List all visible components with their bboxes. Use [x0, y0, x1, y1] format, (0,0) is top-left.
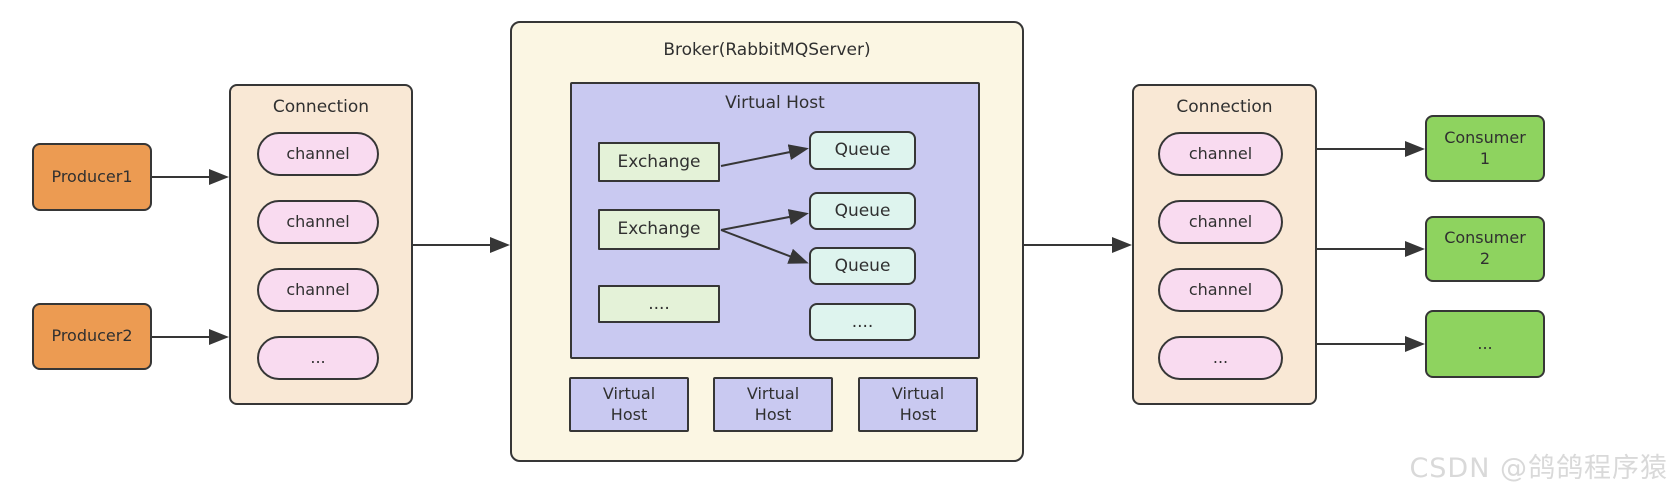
broker-title: Broker(RabbitMQServer)	[663, 40, 871, 60]
exchange-more-node: ....	[598, 285, 720, 323]
exchange-2-node: Exchange	[598, 209, 720, 250]
channel-right-more-label: ...	[1212, 347, 1229, 367]
channel-left-more-label: ...	[310, 347, 326, 367]
channel-left-1: channel	[257, 132, 379, 176]
virtual-host-small-3: Virtual Host	[858, 377, 978, 432]
channel-left-3: channel	[257, 268, 379, 312]
exchange-more-label: ....	[648, 293, 670, 314]
consumer-more-label: ...	[1477, 333, 1493, 353]
producer-1-label: Producer1	[51, 166, 133, 186]
consumer-2-node: Consumer 2	[1425, 216, 1545, 282]
channel-right-more: ...	[1158, 336, 1283, 380]
consumer-2-label: Consumer 2	[1444, 228, 1526, 268]
virtual-host-small-1: Virtual Host	[569, 377, 689, 432]
virtual-host-small-2-label: Virtual Host	[746, 383, 800, 424]
virtual-host-title: Virtual Host	[725, 93, 825, 113]
consumer-1-label: Consumer 1	[1444, 127, 1526, 168]
producer-2-label: Producer2	[51, 326, 133, 346]
virtual-host-small-1-label: Virtual Host	[602, 383, 656, 424]
exchange-1-node: Exchange	[598, 142, 720, 182]
exchange-2-label: Exchange	[617, 219, 701, 240]
consumer-more-node: ...	[1425, 310, 1545, 378]
queue-1-node: Queue	[809, 131, 916, 170]
queue-more-node: ....	[809, 303, 916, 341]
csdn-watermark: CSDN @鸽鸽程序猿	[1409, 453, 1668, 484]
connection-right-title: Connection	[1176, 97, 1273, 117]
virtual-host-small-3-label: Virtual Host	[891, 383, 945, 424]
producer-1-node: Producer1	[32, 143, 152, 211]
channel-right-2: channel	[1158, 200, 1283, 244]
channel-right-1: channel	[1158, 132, 1283, 176]
consumer-1-node: Consumer 1	[1425, 115, 1545, 182]
connection-left-title: Connection	[272, 97, 370, 117]
channel-left-2-label: channel	[286, 211, 350, 231]
producer-2-node: Producer2	[32, 303, 152, 370]
channel-right-2-label: channel	[1188, 211, 1253, 231]
channel-left-1-label: channel	[286, 143, 350, 163]
queue-2-label: Queue	[834, 200, 891, 221]
exchange-1-label: Exchange	[617, 151, 701, 172]
channel-right-1-label: channel	[1188, 143, 1253, 163]
channel-right-3: channel	[1158, 268, 1283, 312]
queue-2-node: Queue	[809, 192, 916, 230]
virtual-host-small-2: Virtual Host	[713, 377, 833, 432]
queue-3-node: Queue	[809, 247, 916, 285]
channel-left-2: channel	[257, 200, 379, 244]
channel-left-3-label: channel	[286, 279, 350, 299]
channel-right-3-label: channel	[1188, 279, 1253, 299]
queue-1-label: Queue	[834, 140, 891, 161]
channel-left-more: ...	[257, 336, 379, 380]
queue-3-label: Queue	[834, 255, 891, 276]
queue-more-label: ....	[851, 311, 874, 332]
